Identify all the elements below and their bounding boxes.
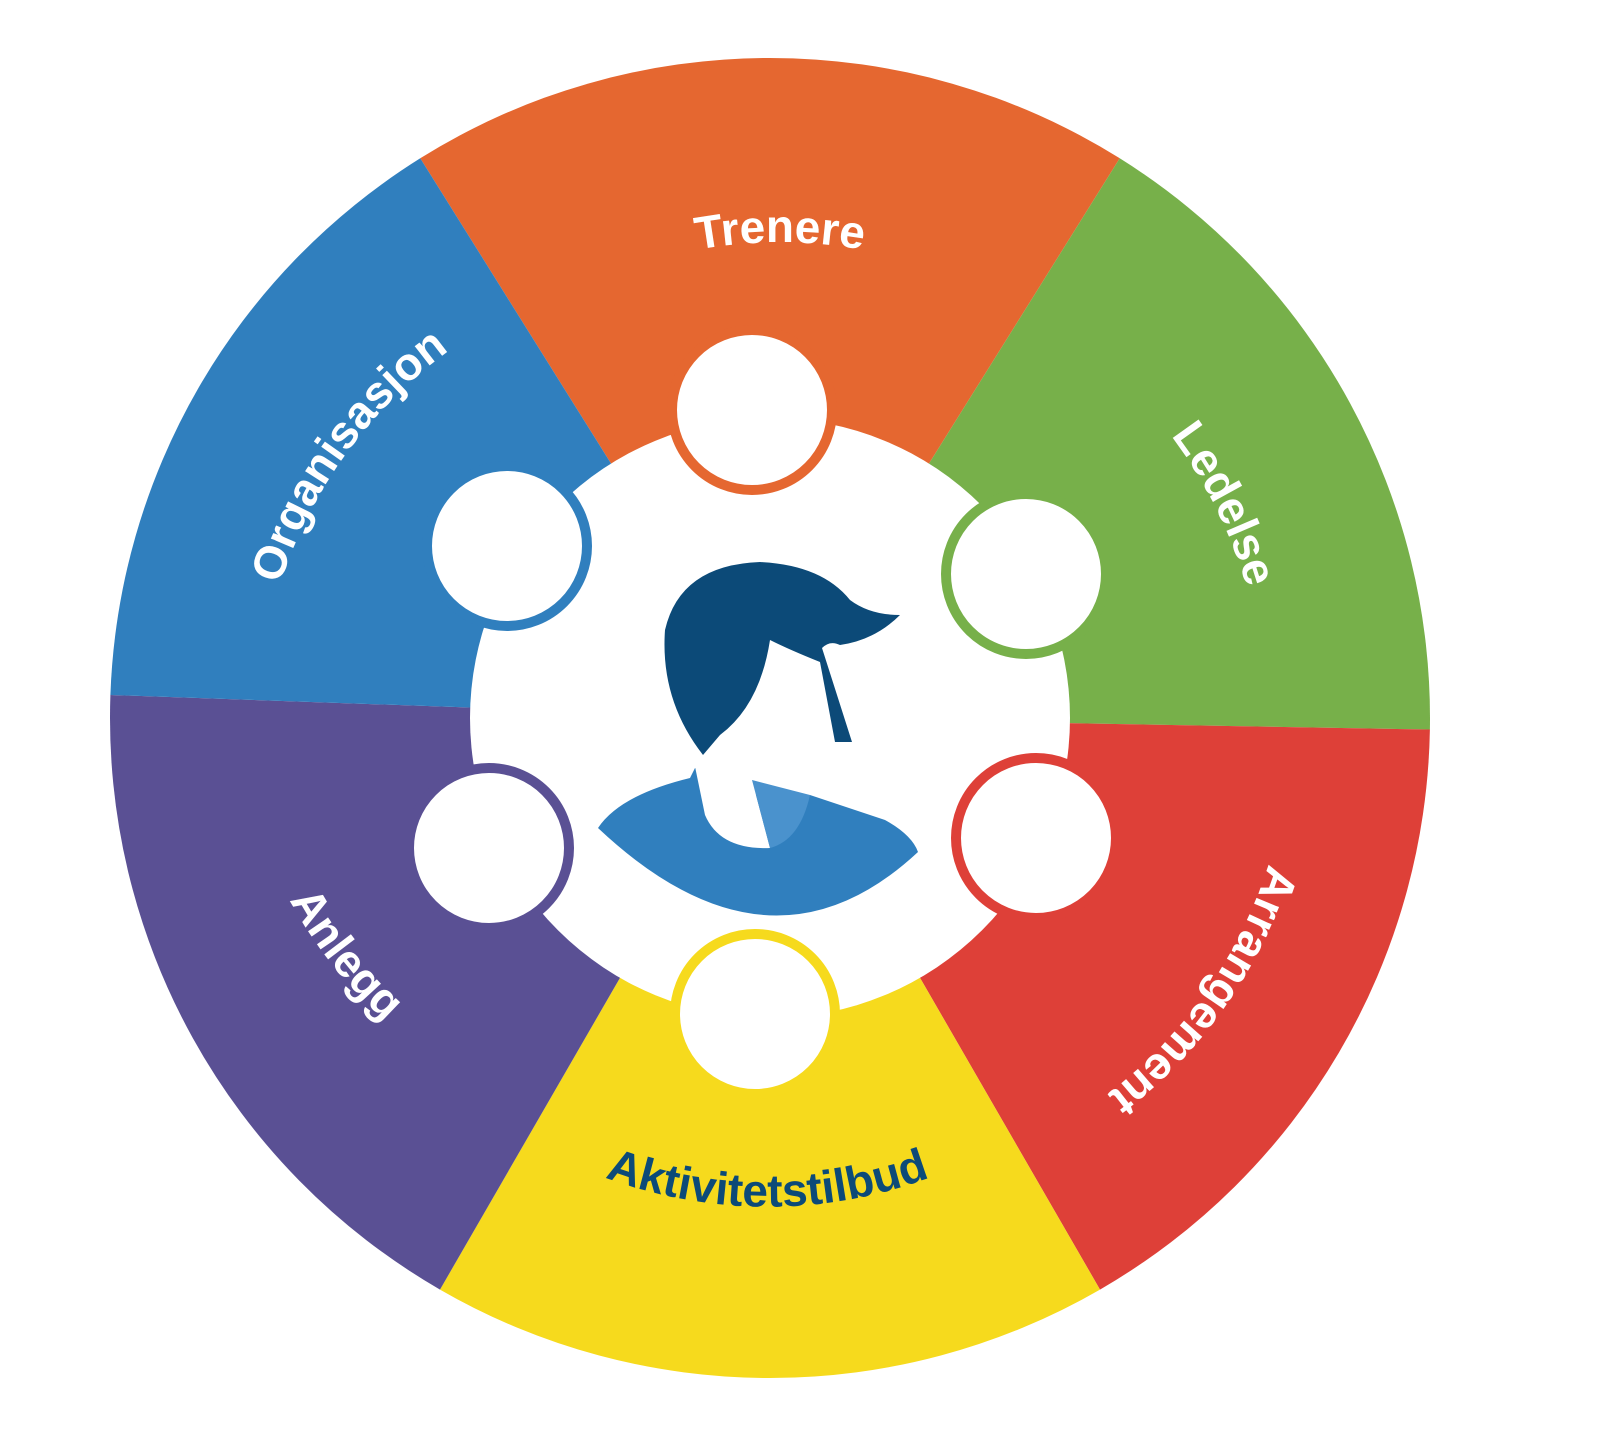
center-avatar-neck (692, 752, 770, 849)
segment-avatar-badges (404, 325, 1121, 1099)
avatar-ring-ledelse (941, 489, 1111, 659)
avatar-badge-ledelse (941, 489, 1111, 659)
avatar-badge-anlegg (404, 763, 574, 933)
avatar-badge-trenere (667, 325, 837, 495)
center-avatar-collar (752, 780, 810, 848)
center-avatar-hair (664, 562, 900, 755)
center-person-avatar-icon (598, 562, 918, 916)
avatar-ring-anlegg (404, 763, 574, 933)
avatar-badge-aktivitetstilbud (670, 929, 840, 1099)
avatar-ring-trenere (667, 325, 837, 495)
avatar-ring-organisasjon (422, 461, 592, 631)
center-white-disc (470, 418, 1070, 1018)
avatar-badge-organisasjon (422, 461, 592, 631)
avatar-ring-arrangement (951, 753, 1121, 923)
avatar-ring-aktivitetstilbud (670, 929, 840, 1099)
avatar-badge-arrangement (951, 753, 1121, 923)
